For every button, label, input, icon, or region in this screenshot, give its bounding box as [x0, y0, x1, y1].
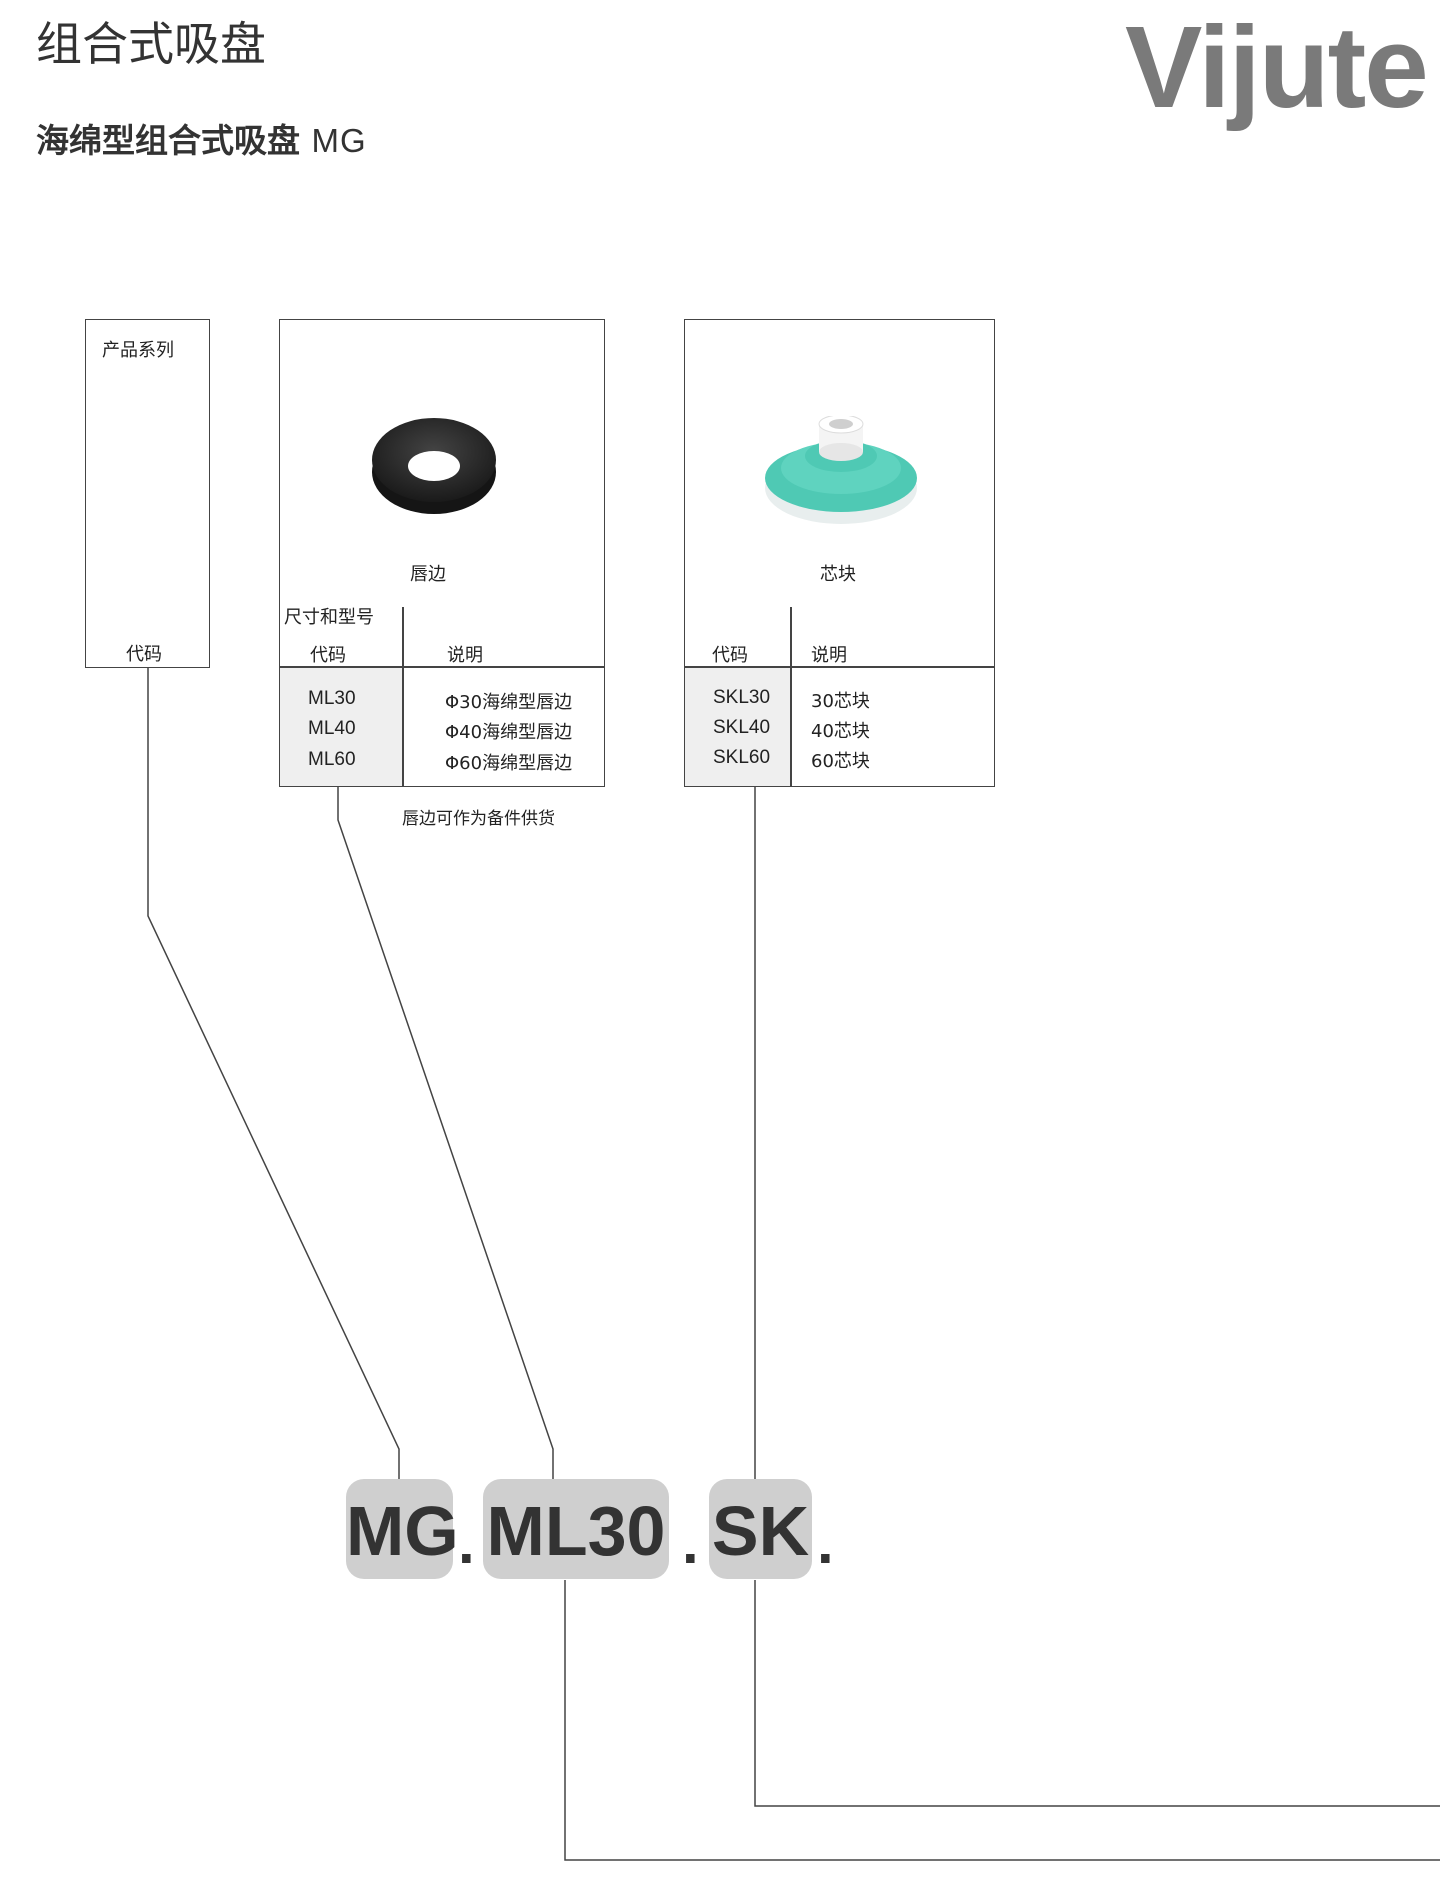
core-col-code: 代码 — [712, 645, 748, 666]
series-connector — [147, 668, 400, 1479]
table-row: ML30 — [308, 688, 356, 709]
subtitle-code: MG — [311, 122, 367, 159]
lip-code-shade — [280, 668, 402, 786]
table-row: 60芯块 — [811, 751, 870, 772]
page-title: 组合式吸盘 — [36, 17, 266, 71]
order-code-lip: ML30 — [483, 1479, 669, 1579]
lip-col-divider — [402, 607, 404, 787]
core-bottom-connector — [754, 1580, 1440, 1807]
series-title: 产品系列 — [102, 340, 174, 361]
brand-logo: Vijute — [1125, 2, 1429, 132]
lip-connector — [337, 787, 554, 1479]
table-row: Φ30海绵型唇边 — [445, 692, 573, 713]
table-row: ML40 — [308, 718, 356, 739]
core-block-image — [765, 416, 917, 524]
lip-col-desc: 说明 — [447, 645, 483, 666]
core-code-shade — [685, 668, 790, 786]
core-caption: 芯块 — [820, 564, 856, 585]
series-code-label: 代码 — [126, 644, 162, 665]
lip-col-code: 代码 — [310, 645, 346, 666]
order-code-separator: . — [458, 1509, 475, 1576]
series-box: 产品系列 代码 — [85, 319, 210, 668]
lip-bottom-connector — [564, 1580, 1440, 1861]
table-row: 40芯块 — [811, 721, 870, 742]
table-row: SKL30 — [713, 687, 771, 708]
order-code-series: MG — [346, 1479, 459, 1579]
table-row: SKL40 — [713, 717, 771, 738]
table-row: Φ40海绵型唇边 — [445, 722, 573, 743]
table-row: 30芯块 — [811, 691, 870, 712]
order-code-separator: . — [817, 1509, 834, 1576]
lip-note: 唇边可作为备件供货 — [402, 809, 555, 829]
lip-header-rule — [280, 666, 604, 668]
order-code-separator: . — [682, 1509, 699, 1576]
subtitle-text: 海绵型组合式吸盘 — [36, 121, 300, 160]
table-row: Φ60海绵型唇边 — [445, 753, 573, 774]
table-row: SKL60 — [713, 747, 771, 768]
subtitle: 海绵型组合式吸盘 MG — [36, 114, 367, 162]
core-col-divider — [790, 607, 792, 787]
lip-size-label: 尺寸和型号 — [284, 607, 374, 628]
core-col-desc: 说明 — [811, 645, 847, 666]
sponge-ring-image — [372, 418, 496, 514]
table-row: ML60 — [308, 749, 356, 770]
core-header-rule — [685, 666, 994, 668]
order-code-core: SK — [709, 1479, 812, 1579]
lip-caption: 唇边 — [410, 564, 446, 585]
core-box: 芯块 代码 说明 SKL30 30芯块 SKL40 40芯块 SKL60 60芯… — [684, 319, 995, 787]
lip-box: 唇边 尺寸和型号 代码 说明 ML30 Φ30海绵型唇边 ML40 Φ40海绵型… — [279, 319, 605, 787]
